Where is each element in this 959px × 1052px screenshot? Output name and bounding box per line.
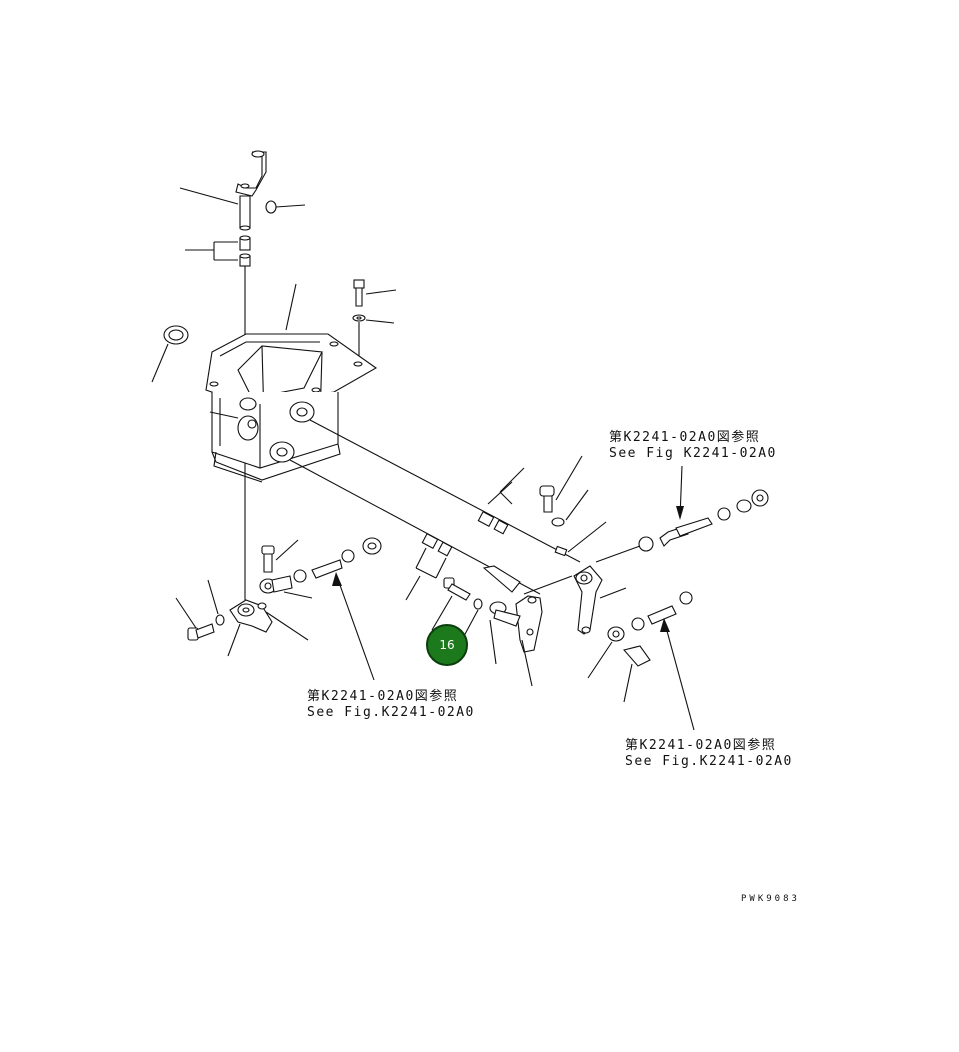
control-lever bbox=[235, 150, 267, 231]
grommet bbox=[163, 325, 189, 345]
reference-top-right-jp: 第K2241-02A0図参照 bbox=[609, 430, 761, 445]
callout-16[interactable]: 16 bbox=[426, 624, 468, 666]
reference-bottom-center-jp: 第K2241-02A0図参照 bbox=[307, 689, 459, 704]
bolt-top bbox=[353, 279, 365, 307]
lever-box-frame bbox=[205, 333, 378, 483]
reference-bottom-right-jp: 第K2241-02A0図参照 bbox=[625, 738, 777, 753]
bushing-pair bbox=[239, 235, 251, 267]
lever-arm-center bbox=[489, 595, 543, 653]
reference-bottom-right: 第K2241-02A0図参照 See Fig.K2241-02A0 bbox=[625, 738, 793, 770]
reference-top-right: 第K2241-02A0図参照 See Fig K2241-02A0 bbox=[609, 430, 777, 462]
reference-bottom-right-en: See Fig.K2241-02A0 bbox=[625, 754, 793, 769]
rod-assembly-lower-right bbox=[607, 591, 693, 642]
bushing-mid-lower bbox=[421, 533, 453, 557]
rod-assembly-upper-right bbox=[638, 489, 769, 552]
reference-top-right-en: See Fig K2241-02A0 bbox=[609, 446, 777, 461]
rod-end-lower-left bbox=[259, 575, 293, 594]
snap-ring bbox=[265, 200, 277, 214]
lever-arm-right bbox=[573, 565, 603, 635]
washer-right bbox=[551, 517, 565, 527]
washer-callout-16 bbox=[473, 598, 483, 610]
reference-bottom-center-en: See Fig.K2241-02A0 bbox=[307, 705, 475, 720]
drawing-code: PWK9083 bbox=[741, 894, 800, 904]
bushing-mid-upper bbox=[477, 511, 509, 535]
washer-lower-left bbox=[215, 602, 267, 626]
reference-bottom-center: 第K2241-02A0図参照 See Fig.K2241-02A0 bbox=[307, 689, 475, 721]
shaft bbox=[482, 565, 521, 593]
bolt-callout-16 bbox=[443, 577, 471, 601]
bolt-right-lower bbox=[622, 645, 651, 667]
key bbox=[554, 545, 568, 557]
washer-top bbox=[352, 314, 366, 322]
bolt-lower-left bbox=[187, 623, 215, 641]
rod-assembly-lower-left bbox=[293, 537, 382, 583]
bolt-lower-left-upper bbox=[261, 545, 275, 573]
bolt-right-upper bbox=[539, 485, 555, 513]
